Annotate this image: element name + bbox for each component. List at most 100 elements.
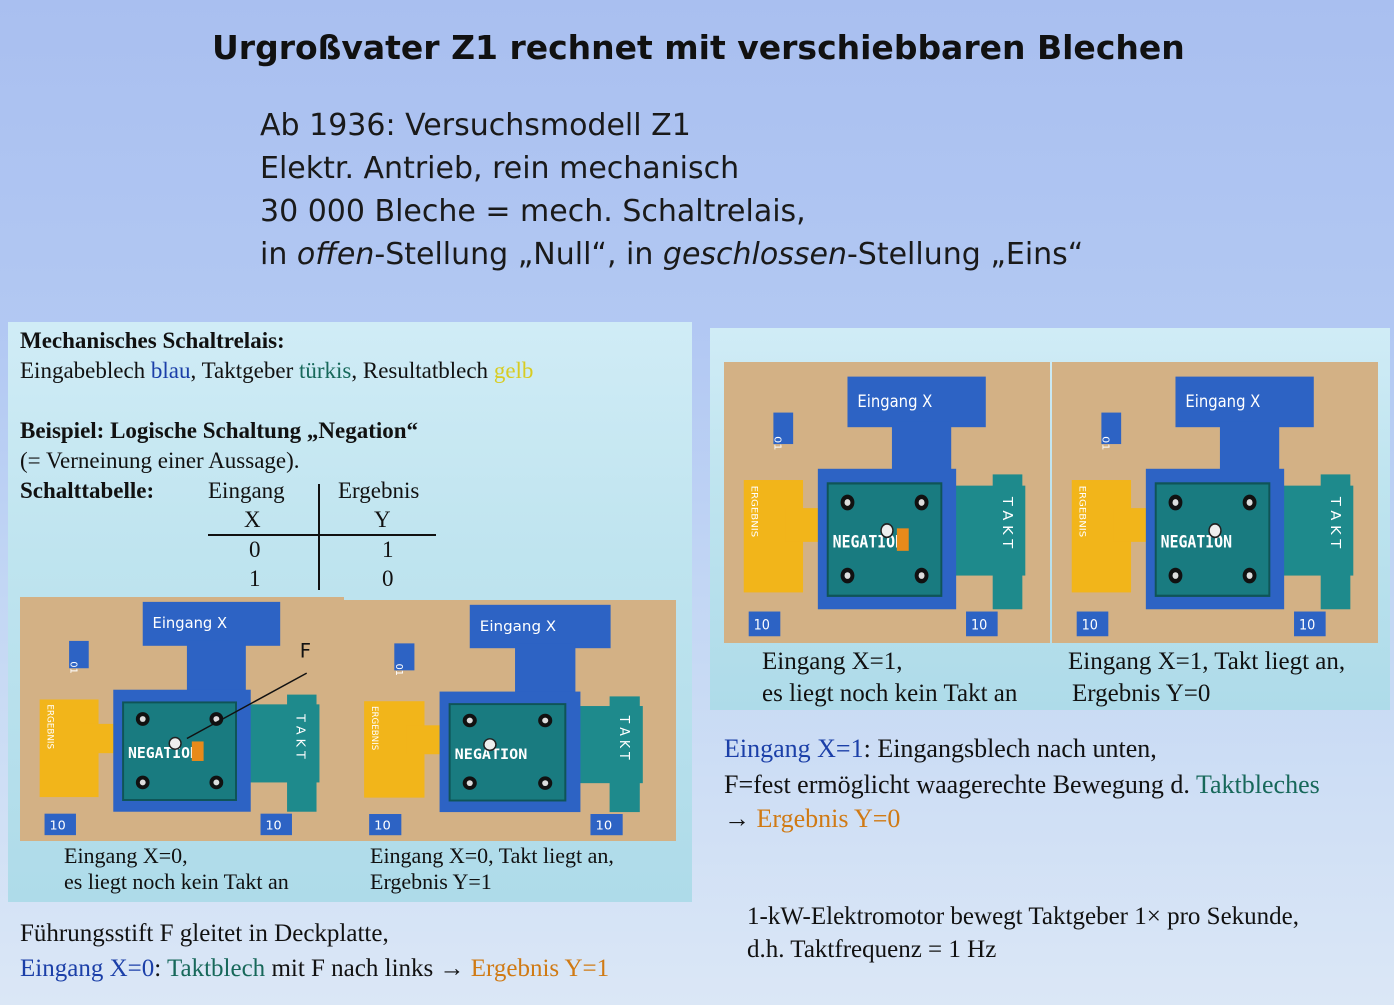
input-plate-top [142,601,281,646]
tag-10-right-box [260,813,292,836]
intro-line-1: Ab 1936: Versuchsmodell Z1 [260,108,691,143]
input-x0-text: Eingang X=0: Taktblech mit F nach links … [20,955,609,983]
table-col1-var: X [244,507,261,532]
left-heading: Mechanisches Schaltrelais: [20,328,285,353]
right-caption-1-line-1: Eingang X=1, [762,648,903,675]
takt-label: T A K T [999,496,1014,549]
result-arrow: → [724,804,757,833]
table-cell-r2c1: 1 [249,566,261,591]
tag-01-box [69,640,89,669]
tag-01-label: 01 [393,664,404,676]
right-caption-1-line-2: es liegt noch kein Takt an [762,680,1018,707]
ergebnis-label: ERGEBNIS [1077,486,1087,538]
screw-slot-3 [542,780,549,787]
screw-slot-3 [1246,572,1253,579]
legend-yellow: gelb [493,358,534,383]
table-cell-r1c1: 0 [249,537,261,562]
relay-illustration: T A K T ERGEBNIS Eingang X NEGATION 01 10 10 [1052,362,1378,643]
result-y1-label: Ergebnis Y=1 [470,955,610,982]
input-x0-middle: mit F nach links → [265,955,471,982]
tag-10-right-label: 10 [265,817,281,832]
input-plate-stem [186,640,246,700]
tag-10-left-box [748,611,781,637]
tag-01-box [394,643,415,671]
eingang-label: Eingang X [857,391,932,411]
clock-plate-arm [1320,474,1351,610]
input-plate-top [1175,376,1314,428]
input-x0-label: Eingang X=0 [20,955,155,982]
example-heading: Beispiel: Logische Schaltung „Negation“ [20,418,419,443]
takt-label: T A K T [1327,496,1342,549]
tag-01-label: 01 [68,661,79,673]
table-vertical-rule [318,484,320,590]
tag-10-left-label: 10 [754,617,770,634]
table-col2-var: Y [374,507,391,532]
legend-text-a: Eingabeblech [20,358,151,383]
input-x1-text: Eingang X=1: Eingangsblech nach unten, [724,734,1157,764]
tag-10-left-label: 10 [374,819,391,834]
left-caption-1: Eingang X=0, es liegt noch kein Takt an [64,843,289,895]
right-caption-2: Eingang X=1, Takt liegt an, Ergebnis Y=0 [1068,646,1345,710]
screw-slot-0 [139,716,146,722]
motor-text: 1-kW-Elektromotor bewegt Taktgeber 1× pr… [747,900,1299,966]
input-plate-top [469,604,611,649]
photo-negation-x1-clock: T A K T ERGEBNIS Eingang X NEGATION 01 10 10 [1052,362,1378,643]
screw-slot-0 [844,499,851,506]
tag-10-left-label: 10 [1082,617,1098,634]
intro-line-3: 30 000 Bleche = mech. Schaltrelais, [260,194,806,229]
right-caption-1: Eingang X=1, es liegt noch kein Takt an [762,646,1017,710]
negation-label: NEGATION [833,532,904,552]
intro-line-4-mid: -Stellung „Null“, in [374,237,663,272]
negation-label: NEGATION [1161,532,1232,552]
tag-10-right-label: 10 [596,819,613,834]
intro-line-4-em-offen: offen [296,237,375,272]
eingang-label: Eingang X [1185,391,1260,411]
intro-line-2: Elektr. Antrieb, rein mechanisch [260,151,740,186]
motor-line-1: 1-kW-Elektromotor bewegt Taktgeber 1× pr… [747,903,1300,930]
right-caption-2-line-2: Ergebnis Y=0 [1072,680,1211,707]
screw-slot-1 [542,717,549,724]
legend-teal: türkis [298,358,352,383]
intro-line-4-em-geschlossen: geschlossen [662,237,847,272]
clock-plates-label: Taktbleches [1195,770,1320,799]
right-caption-2-line-1: Eingang X=1, Takt liegt an, [1068,648,1346,675]
tag-10-left-label: 10 [49,817,65,832]
result-indicator [191,741,204,761]
table-cell-r1c2: 1 [382,537,394,562]
left-caption-1-line-2: es liegt noch kein Takt an [64,869,289,894]
tag-01-box [773,412,794,445]
screw-slot-1 [1246,499,1253,506]
tag-01-box [1101,412,1122,445]
tag-10-left-box [44,813,76,836]
left-caption-2: Eingang X=0, Takt liegt an, Ergebnis Y=1 [370,843,614,895]
tag-10-right-box [590,814,623,836]
legend-blue: blau [150,358,191,383]
clock-plate-arm [287,694,317,812]
table-col2-header: Ergebnis [338,478,420,503]
table-label: Schalttabelle: [20,478,155,503]
takt-label: T A K T [293,713,308,759]
intro-text: Ab 1936: Versuchsmodell Z1 Elektr. Antri… [260,104,1083,276]
page-title: Urgroßvater Z1 rechnet mit verschiebbare… [212,28,1185,67]
tag-10-right-label: 10 [1299,617,1315,634]
tag-10-left-box [369,814,402,836]
screw-slot-2 [1172,572,1179,579]
negation-label: NEGATION [455,746,528,763]
result-y0-label: Ergebnis Y=0 [756,804,901,833]
tag-10-right-box [966,611,998,637]
table-cell-r2c2: 0 [382,566,394,591]
legend-text-c: , Resultatblech [351,358,494,383]
screw-slot-1 [213,716,220,722]
input-plate-top [847,376,986,428]
tag-01-label: 01 [772,436,783,450]
fixed-pin-text: F=fest ermöglicht waagerechte Bewegung d… [724,770,1320,800]
result-y0-text: → Ergebnis Y=0 [724,804,900,834]
tag-01-label: 01 [1100,436,1111,450]
left-caption-2-line-1: Eingang X=0, Takt liegt an, [370,843,614,868]
input-plate-stem [515,643,576,702]
intro-line-4: in offen-Stellung „Null“, in geschlossen… [260,233,1083,276]
